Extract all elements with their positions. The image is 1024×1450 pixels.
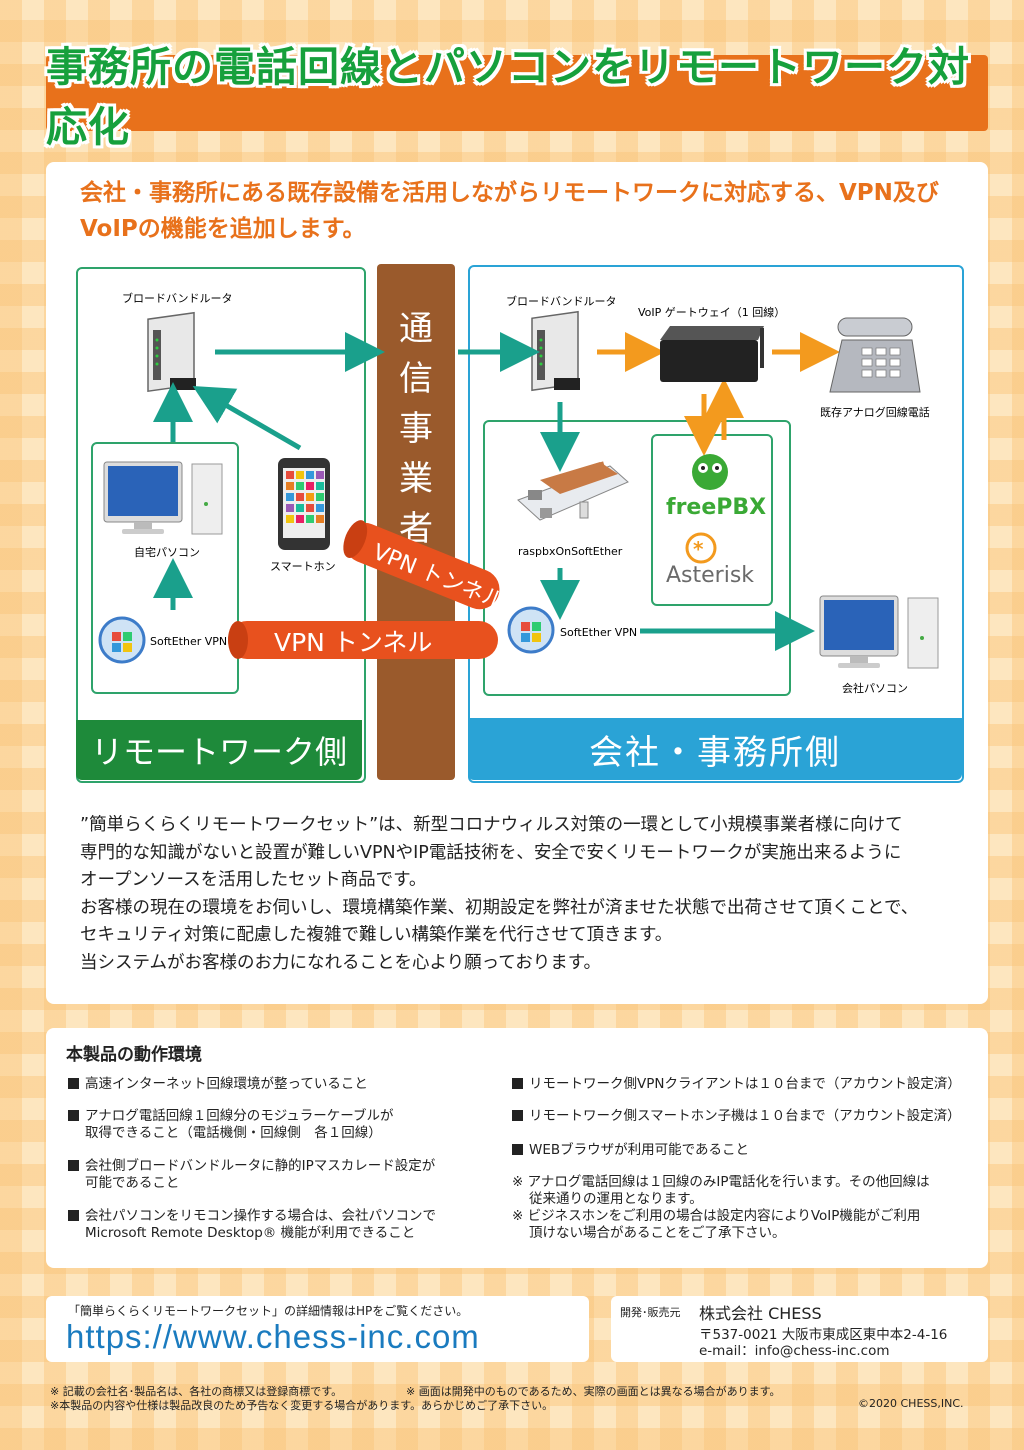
bullet-square-icon: [512, 1078, 523, 1089]
disclaimer: ※ 画面は開発中のものであるため、実際の画面とは異なる場合があります。: [406, 1385, 781, 1398]
svg-text:*: *: [693, 537, 704, 561]
env-item: アナログ電話回線１回線分のモジュラーケーブルが 取得できること（電話機側・回線側…: [68, 1108, 393, 1142]
connection-arrows: [153, 332, 815, 651]
company-card: [611, 1296, 988, 1362]
carrier-column: 通 信 事 業 者: [377, 264, 455, 780]
intro-text: 会社・事務所にある既存設備を活用しながらリモートワークに対応する、VPN及びVo…: [80, 180, 939, 242]
right-router-icon: [531, 310, 580, 392]
softether-left-label: SoftEther VPN: [150, 635, 227, 648]
bullet-square-icon: [68, 1210, 79, 1221]
main-card: [46, 162, 988, 1004]
raspbx-label: raspbxOnSoftEther: [518, 545, 623, 558]
carrier-char: 信: [399, 359, 433, 399]
voip-gateway-icon: [660, 326, 764, 382]
network-diagram: freePBX * Asterisk VPN トンネル VPN トンネル ブロー…: [98, 291, 939, 695]
env-item: WEBブラウザが利用可能であること: [512, 1142, 749, 1159]
developer-label: 開発･販売元: [620, 1306, 681, 1319]
home-pc-icon: [103, 461, 223, 535]
url-note: 「簡単らくらくリモートワークセット」の詳細情報はHPをご覧ください。: [68, 1304, 469, 1318]
office-side-label: 会社・事務所側: [468, 718, 962, 780]
env-note: ※ ビジネスホンをご利用の場合は設定内容によりVoIP機能がご利用 頂けない場合…: [512, 1208, 921, 1241]
office-side-panel: [468, 265, 964, 783]
description-line: オープンソースを活用したセット商品です。: [80, 870, 427, 890]
home-pc-group: [91, 442, 239, 694]
right-router-label: ブロードバンドルータ: [506, 294, 617, 308]
bullet-square-icon: [512, 1110, 523, 1121]
copyright: ©2020 CHESS,INC.: [858, 1397, 964, 1410]
env-item: リモートワーク側VPNクライアントは１０台まで（アカウント設定済）: [512, 1076, 961, 1093]
url-card: [46, 1296, 589, 1362]
home-pc-label: 自宅パソコン: [134, 545, 200, 559]
voip-gateway-label: VoIP ゲートウェイ（1 回線）: [638, 305, 785, 319]
left-router-icon: [147, 311, 196, 393]
office-pc-label: 会社パソコン: [842, 681, 908, 695]
left-router-label: ブロードバンドルータ: [122, 291, 233, 305]
raspberry-pi-icon: [517, 461, 629, 521]
company-address: 〒537-0021 大阪市東成区東中本2-4-16: [699, 1327, 948, 1343]
title-banner: 事務所の電話回線とパソコンをリモートワーク対応化: [46, 43, 988, 151]
bullet-square-icon: [68, 1160, 79, 1171]
freepbx-logo: [692, 454, 728, 490]
asterisk-label: Asterisk: [666, 563, 754, 588]
voip-arrows: [597, 332, 840, 456]
remote-side-label: リモートワーク側: [76, 720, 362, 780]
analog-phone-label: 既存アナログ回線電話: [820, 405, 930, 419]
description-line: ”簡単らくらくリモートワークセット”は、新型コロナウィルス対策の一環として小規模…: [80, 815, 903, 835]
description-line: セキュリティ対策に配慮した複雑で難しい構築作業を代行させて頂きます。: [80, 925, 673, 945]
bullet-square-icon: [68, 1078, 79, 1089]
smartphone-label: スマートホン: [270, 560, 336, 573]
asterisk-logo: *: [685, 532, 717, 564]
bullet-square-icon: [68, 1110, 79, 1121]
vpn-tunnel-label: VPN トンネル: [274, 628, 432, 657]
description-line: お客様の現在の環境をお伺いし、環境構築作業、初期設定を弊社が済ませた状態で出荷さ…: [80, 897, 919, 918]
disclaimer: ※本製品の内容や仕様は製品改良のため予告なく変更する場合があります。あらかじめご…: [50, 1399, 554, 1412]
description-line: 専門的な知識がないと設置が難しいVPNやIP電話技術を、安全で安くリモートワーク…: [80, 842, 902, 863]
description-line: 当システムがお客様のお力になれることを心より願っております。: [80, 952, 601, 973]
softether-right-label: SoftEther VPN: [560, 626, 637, 639]
carrier-char: 通: [399, 309, 433, 349]
description: ”簡単らくらくリモートワークセット”は、新型コロナウィルス対策の一環として小規模…: [80, 812, 980, 977]
env-note: ※ アナログ電話回線は１回線のみIP電話化を行います。その他回線は 従来通りの運…: [512, 1174, 930, 1207]
env-item: 会社側ブロードバンドルータに静的IPマスカレード設定が 可能であること: [68, 1158, 435, 1192]
vpn-tunnel-diagonal: VPN トンネル: [343, 520, 508, 615]
env-item: 会社パソコンをリモコン操作する場合は、会社パソコンで Microsoft Rem…: [68, 1208, 436, 1242]
vpn-tunnel-horizontal: VPN トンネル: [228, 621, 498, 659]
env-item: 高速インターネット回線環境が整っていること: [68, 1076, 368, 1093]
smartphone-icon: [278, 458, 330, 550]
office-network-group: [483, 420, 791, 696]
carrier-char: 事: [399, 409, 433, 449]
disclaimer: ※ 記載の会社名･製品名は、各社の商標又は登録商標です。: [50, 1385, 343, 1398]
analog-phone-icon: [829, 317, 921, 393]
softether-logo-right: [507, 606, 555, 654]
website-link[interactable]: https://www.chess-inc.com: [66, 1318, 480, 1355]
carrier-char: 業: [399, 459, 433, 499]
page-title: 事務所の電話回線とパソコンをリモートワーク対応化: [46, 43, 970, 151]
environment-title: 本製品の動作環境: [66, 1045, 202, 1065]
env-item: リモートワーク側スマートホン子機は１０台まで（アカウント設定済）: [512, 1108, 961, 1125]
company-email[interactable]: e-mail：info@chess-inc.com: [699, 1343, 890, 1359]
bullet-square-icon: [512, 1144, 523, 1155]
freepbx-label: freePBX: [666, 495, 766, 520]
company-name: 株式会社 CHESS: [699, 1304, 822, 1323]
office-pc-icon: [819, 595, 939, 669]
softether-logo-left: [98, 616, 146, 664]
